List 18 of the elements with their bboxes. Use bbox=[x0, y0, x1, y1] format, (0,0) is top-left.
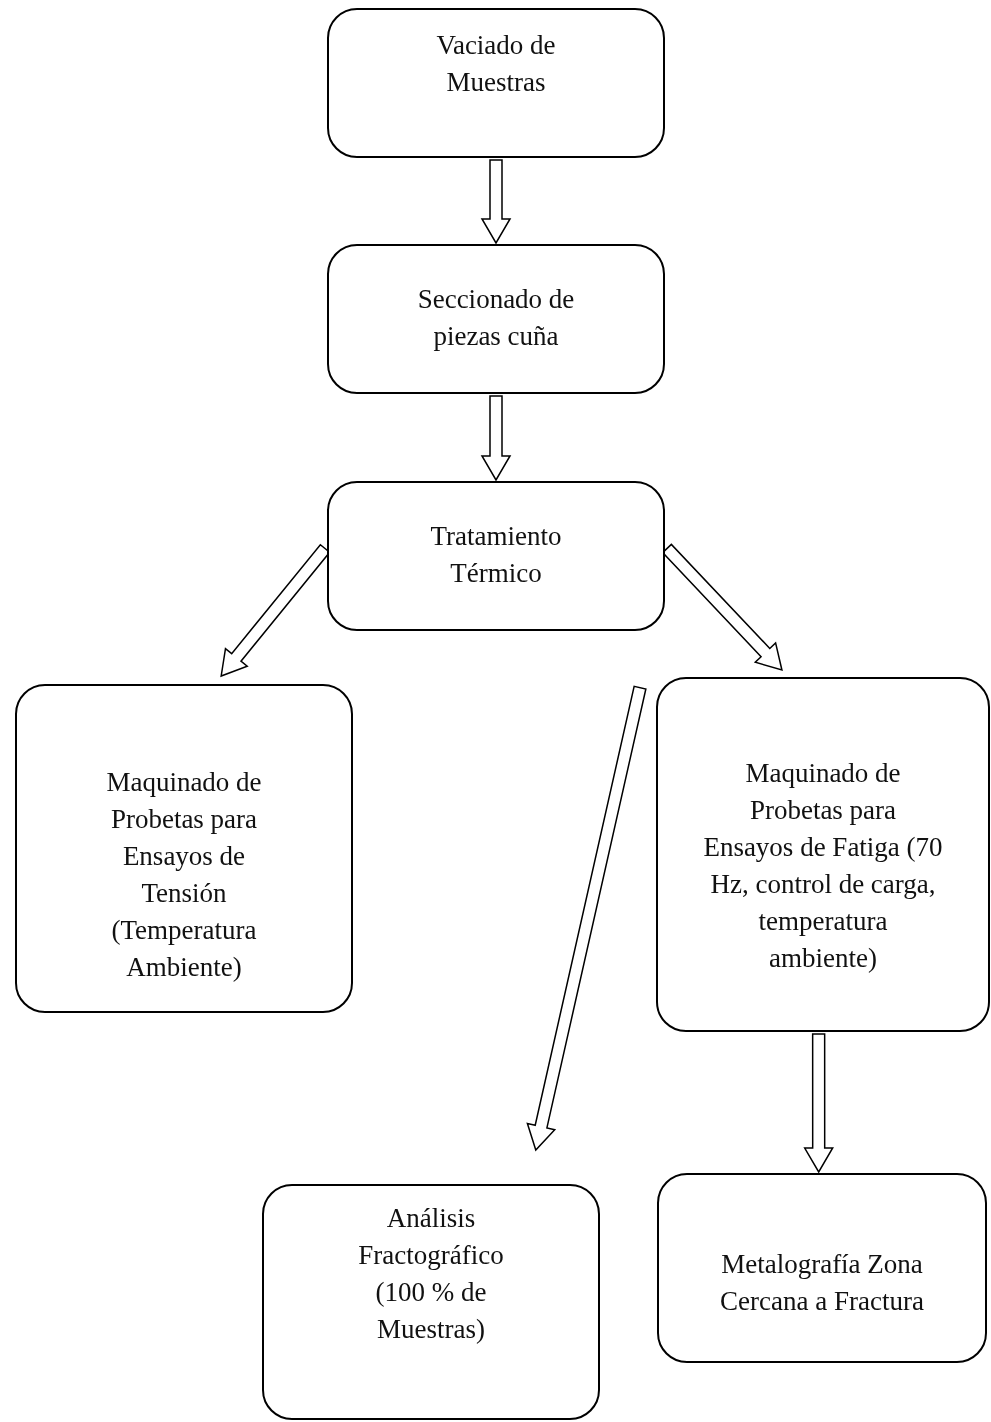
process-box bbox=[327, 8, 665, 158]
step-label: Maquinado de Probetas para Ensayos de Tensión (Temperatura Ambiente) bbox=[105, 766, 263, 984]
process-box bbox=[15, 684, 353, 1013]
step-label: Tratamiento Térmico bbox=[429, 520, 563, 590]
process-box bbox=[657, 1173, 987, 1363]
process-box bbox=[656, 677, 990, 1032]
block-arrow bbox=[526, 685, 647, 1152]
process-box bbox=[262, 1184, 600, 1420]
step-label: Seccionado de piezas cuña bbox=[416, 283, 576, 353]
step-label: Vaciado de Muestras bbox=[435, 29, 557, 99]
process-box bbox=[327, 481, 665, 631]
step-label: Análisis Fractográfico (100 % de Muestras) bbox=[357, 1202, 505, 1346]
block-arrow bbox=[480, 395, 512, 482]
step-label: Maquinado de Probetas para Ensayos de Fatiga (70 Hz, control de carga, temperatura ambiente) bbox=[703, 757, 943, 975]
step-label: Metalografía Zona Cercana a Fractura bbox=[719, 1248, 925, 1318]
block-arrow bbox=[480, 159, 512, 245]
block-arrow bbox=[803, 1033, 834, 1174]
process-box bbox=[327, 244, 665, 394]
